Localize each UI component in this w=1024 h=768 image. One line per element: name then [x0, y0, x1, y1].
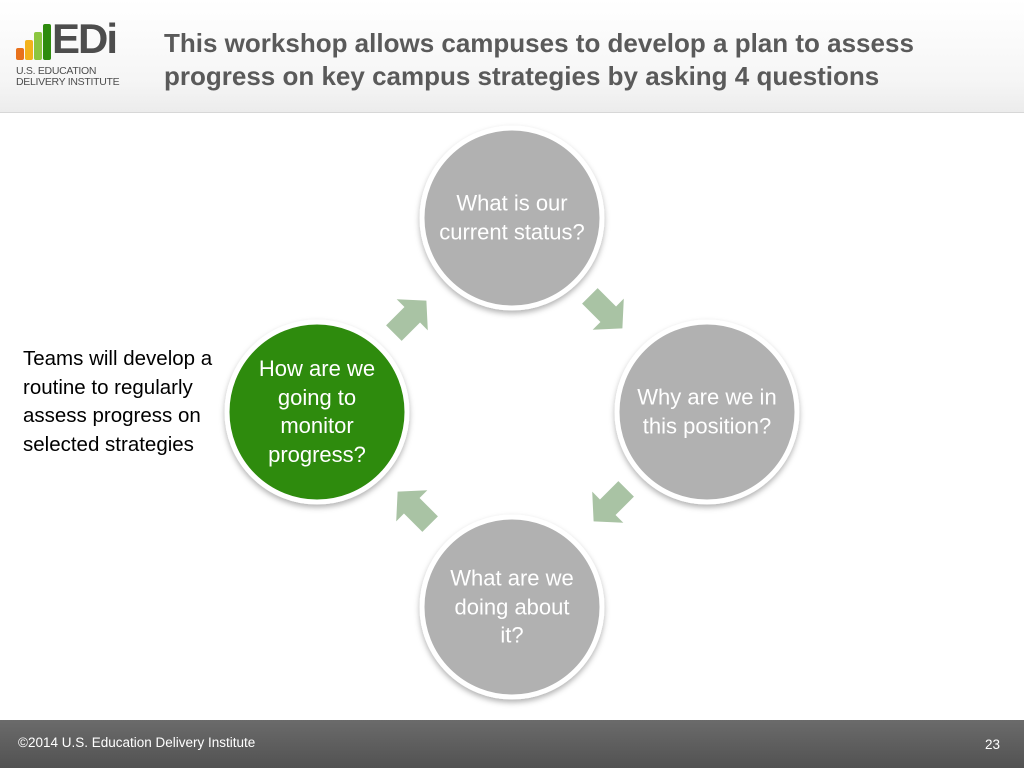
cycle-arrow: [396, 490, 438, 532]
logo-wordmark: EDi: [52, 15, 118, 62]
step-label-why-position: Why are we in this position?: [637, 384, 777, 439]
step-circle-why-position: [614, 319, 800, 505]
cycle-arrow: [592, 481, 634, 523]
logo-tagline-2: DELIVERY INSTITUTE: [16, 76, 120, 88]
logo-bar: [16, 48, 24, 60]
step-circle-current-status: [419, 125, 605, 311]
step-label-monitor-progress: How are we going to monitor progress?: [258, 356, 376, 467]
copyright-text: ©2014 U.S. Education Delivery Institute: [18, 735, 256, 750]
logo-bar: [34, 32, 42, 60]
logo-bar: [25, 40, 33, 60]
step-label-doing-about-it: What are we doing about it?: [450, 565, 574, 648]
step-circle-monitor-progress: [224, 319, 410, 505]
page-number: 23: [984, 737, 1000, 752]
slide-title: This workshop allows campuses to develop…: [164, 28, 914, 91]
slide-header: EDi U.S. EDUCATION DELIVERY INSTITUTE Th…: [0, 0, 1024, 113]
logo-bars-icon: [16, 24, 64, 60]
cycle-arrow: [386, 299, 428, 341]
slide-footer: ©2014 U.S. Education Delivery Institute …: [0, 720, 1024, 768]
step-label-current-status: What is our current status?: [439, 190, 585, 245]
logo-tagline-1: U.S. EDUCATION: [16, 65, 97, 77]
logo-bar: [43, 24, 51, 60]
edi-logo: EDi U.S. EDUCATION DELIVERY INSTITUTE: [16, 18, 128, 90]
side-note: Teams will develop a routine to regularl…: [23, 347, 213, 456]
cycle-arrow: [582, 288, 624, 330]
step-circle-doing-about-it: [419, 514, 605, 700]
